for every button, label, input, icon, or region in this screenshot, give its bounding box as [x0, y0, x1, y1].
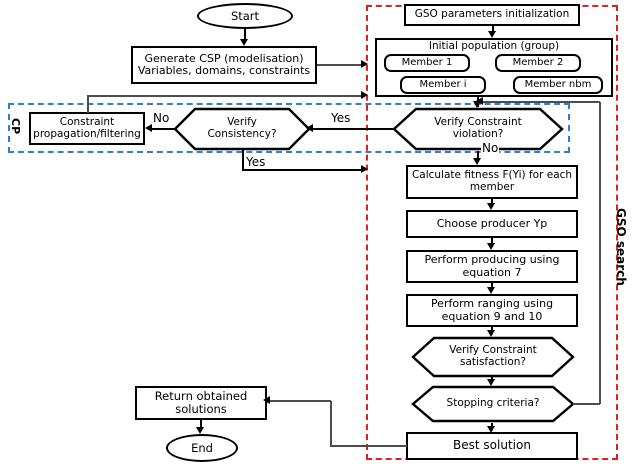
node-return-solutions[interactable]: Return obtained solutions: [135, 386, 267, 420]
edge-violation-no: [477, 151, 479, 160]
node-calculate-fitness-line2: member: [469, 181, 515, 193]
hexagon-shape: [173, 107, 311, 151]
node-choose-producer[interactable]: Choose producer Yp: [406, 210, 578, 238]
edge-stopping-loop-riser: [599, 102, 601, 404]
node-verify-consistency-line2: Consistency?: [207, 128, 277, 140]
arrowhead-verify-satisfaction: [487, 330, 495, 337]
node-end[interactable]: End: [166, 434, 238, 462]
node-perform-producing-line1: Perform producing using: [424, 253, 560, 267]
node-initial-population-label: Initial population (group): [428, 40, 560, 52]
node-constraint-propagation-line2: propagation/filtering: [33, 127, 141, 140]
arrowhead-population: [488, 31, 496, 38]
node-generate-csp-line1: Generate CSP (modelisation): [144, 51, 304, 65]
node-stopping-criteria-label: Stopping criteria?: [446, 397, 540, 410]
node-member-nbm[interactable]: Member nbm: [513, 76, 603, 94]
arrowhead-end: [196, 427, 204, 434]
arrowhead-generate-csp-to-gso: [361, 60, 368, 68]
node-constraint-propagation-line1: Constraint: [59, 115, 115, 128]
node-choose-producer-label: Choose producer Yp: [436, 216, 548, 230]
node-calculate-fitness-line1: Calculate fitness F(Yi) for each: [411, 169, 573, 182]
node-verify-violation-line1: Verify Constraint: [434, 116, 522, 129]
node-return-solutions-line1: Return obtained: [154, 389, 248, 404]
edge-violation-yes: [313, 128, 393, 130]
arrowhead-stopping-loop-return: [476, 97, 483, 105]
arrowhead-cp-out-to-gso: [361, 91, 368, 99]
node-verify-satisfaction-line2: satisfaction?: [460, 356, 526, 368]
node-start-label: Start: [230, 8, 260, 23]
node-return-solutions-line2: solutions: [175, 402, 227, 416]
edge-label-violation-yes: Yes: [330, 111, 352, 125]
node-start[interactable]: Start: [197, 3, 293, 29]
node-constraint-propagation[interactable]: Constraint propagation/filtering: [29, 112, 145, 145]
arrowhead-return-solutions: [263, 396, 270, 404]
arrowhead-best-solution: [487, 426, 495, 433]
edge-gso-params-to-population: [492, 26, 494, 33]
arrowhead-calculate-fitness: [473, 158, 481, 165]
node-perform-ranging-line2: equation 9 and 10: [441, 309, 543, 323]
node-member-1-label: Member 1: [401, 57, 453, 69]
node-member-i[interactable]: Member i: [400, 76, 486, 94]
arrowhead-stopping-criteria: [487, 379, 495, 386]
edge-fitness-to-producer: [491, 199, 493, 205]
node-verify-violation-line2: violation?: [452, 128, 504, 140]
edge-producer-to-producing: [491, 238, 493, 244]
edge-start-to-generate-csp: [244, 29, 246, 40]
node-member-i-label: Member i: [419, 79, 467, 91]
hexagon-shape: [411, 385, 575, 423]
arrowhead-perform-ranging: [487, 287, 495, 294]
arrowhead-generate-csp: [240, 39, 248, 46]
region-cp-label: CP: [9, 118, 22, 135]
node-perform-producing-line2: equation 7: [462, 265, 522, 279]
arrowhead-choose-producer: [487, 203, 495, 210]
edge-stopping-loop-out: [573, 403, 600, 405]
edge-producing-to-ranging: [491, 283, 493, 289]
node-best-solution-label: Best solution: [453, 438, 531, 453]
edge-ranging-to-satisfaction: [491, 327, 493, 332]
edge-generate-csp-to-gso: [317, 64, 364, 66]
node-perform-ranging[interactable]: Perform ranging using equation 9 and 10: [406, 294, 578, 327]
node-verify-satisfaction-line1: Verify Constraint: [449, 344, 537, 357]
edge-best-to-return-upper: [270, 400, 331, 402]
edge-best-to-return-lower: [330, 445, 407, 447]
edge-cp-out-to-gso: [87, 95, 364, 97]
edge-consistency-yes: [242, 169, 364, 171]
node-perform-producing[interactable]: Perform producing using equation 7: [406, 250, 578, 283]
node-verify-violation[interactable]: Verify Constraint violation?: [392, 107, 564, 151]
edge-return-to-end: [200, 420, 202, 429]
edge-stopping-to-best: [491, 423, 493, 427]
edge-label-consistency-no: No: [152, 111, 171, 125]
node-member-2-label: Member 2: [512, 57, 564, 69]
arrowhead-consistency-no: [145, 124, 152, 132]
edge-consistency-no: [152, 128, 175, 130]
edge-consistency-yes-riser: [242, 150, 244, 171]
node-best-solution[interactable]: Best solution: [406, 432, 578, 460]
node-verify-consistency[interactable]: Verify Consistency?: [173, 107, 311, 151]
edge-cp-out-riser: [87, 96, 89, 113]
region-gso-search-label: GSO search: [614, 208, 628, 286]
node-gso-parameters-label: GSO parameters initialization: [414, 8, 570, 21]
node-member-2[interactable]: Member 2: [495, 54, 581, 72]
node-stopping-criteria[interactable]: Stopping criteria?: [411, 385, 575, 423]
node-member-1[interactable]: Member 1: [384, 54, 470, 72]
edge-label-consistency-yes: Yes: [245, 155, 267, 169]
node-verify-satisfaction[interactable]: Verify Constraint satisfaction?: [411, 336, 575, 378]
node-generate-csp[interactable]: Generate CSP (modelisation) Variables, d…: [131, 46, 317, 84]
node-calculate-fitness[interactable]: Calculate fitness F(Yi) for each member: [406, 165, 578, 199]
edge-label-violation-no: No: [481, 141, 500, 155]
node-verify-consistency-line1: Verify: [227, 116, 257, 129]
region-cp: [8, 103, 570, 153]
hexagon-shape: [392, 107, 564, 151]
node-end-label: End: [191, 440, 213, 455]
arrowhead-perform-producing: [487, 243, 495, 250]
node-generate-csp-line2: Variables, domains, constraints: [137, 64, 311, 77]
arrowhead-consistency-yes: [361, 165, 368, 173]
hexagon-shape: [411, 336, 575, 378]
edge-best-to-return-riser: [330, 401, 332, 446]
arrowhead-violation-yes: [306, 124, 313, 132]
node-perform-ranging-line1: Perform ranging using: [430, 297, 554, 311]
node-gso-parameters[interactable]: GSO parameters initialization: [404, 4, 580, 26]
edge-stopping-loop-return: [483, 101, 600, 103]
node-member-nbm-label: Member nbm: [524, 79, 592, 91]
